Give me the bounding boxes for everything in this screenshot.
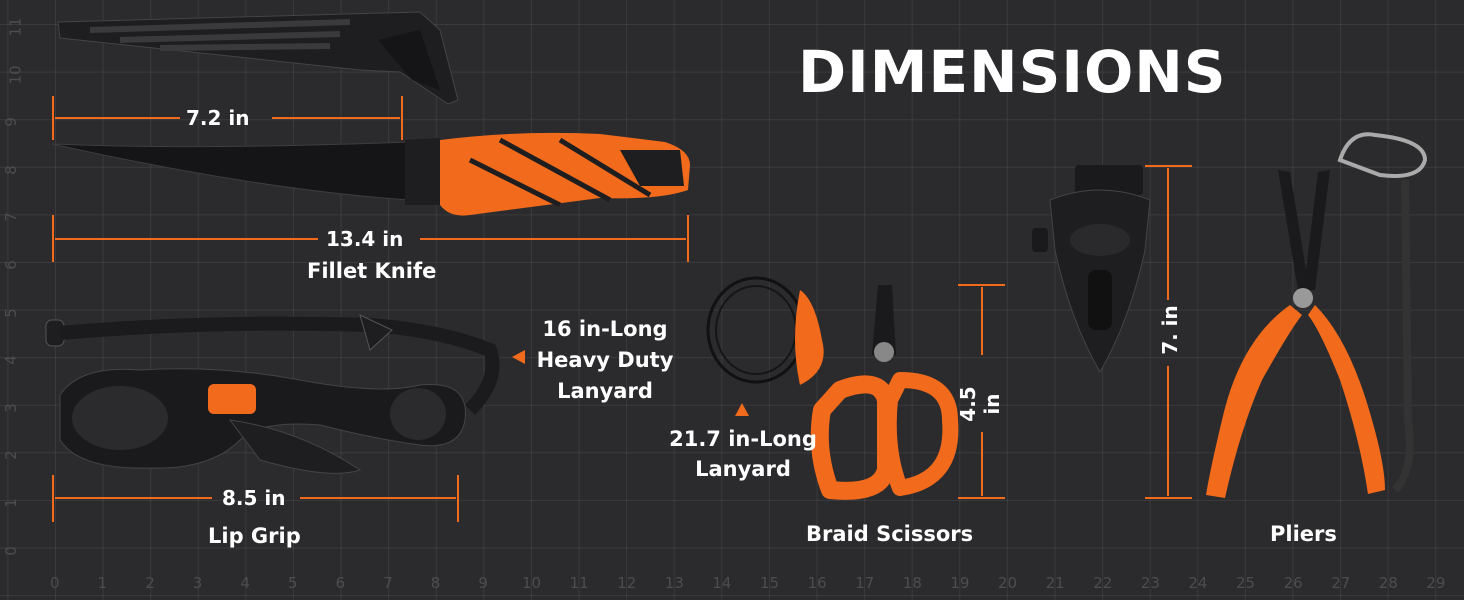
lip-grip-lanyard-line-2: Heavy Duty bbox=[536, 348, 674, 372]
lip-grip-name: Lip Grip bbox=[208, 524, 301, 548]
triangle-pointer-up bbox=[735, 403, 749, 416]
scissors-lanyard bbox=[706, 276, 824, 385]
lip-grip-lanyard-line-3: Lanyard bbox=[557, 379, 653, 403]
x-axis-tick: 16 bbox=[807, 574, 827, 592]
knife-name: Fillet Knife bbox=[307, 259, 437, 283]
x-axis-tick: 14 bbox=[712, 574, 732, 592]
x-axis-tick: 6 bbox=[335, 574, 346, 592]
pliers-height: 7. in bbox=[1158, 305, 1182, 355]
lip-grip bbox=[59, 368, 466, 474]
x-axis-tick: 12 bbox=[617, 574, 637, 592]
fillet-knife bbox=[51, 132, 690, 216]
x-axis-tick: 25 bbox=[1236, 574, 1256, 592]
x-axis-tick: 18 bbox=[902, 574, 922, 592]
plier-sheath bbox=[1032, 165, 1151, 374]
x-axis-tick: 3 bbox=[192, 574, 203, 592]
x-axis-tick: 7 bbox=[383, 574, 393, 592]
pliers-name: Pliers bbox=[1270, 522, 1337, 546]
x-axis-tick: 19 bbox=[950, 574, 970, 592]
scissors-lanyard-line-2: Lanyard bbox=[695, 457, 791, 481]
x-axis-tick: 8 bbox=[430, 574, 441, 592]
x-axis-tick: 17 bbox=[855, 574, 875, 592]
x-axis-tick: 27 bbox=[1331, 574, 1351, 592]
x-axis-tick: 29 bbox=[1426, 574, 1446, 592]
scissors-name: Braid Scissors bbox=[806, 522, 974, 546]
x-axis-tick: 2 bbox=[145, 574, 155, 592]
pliers bbox=[1206, 132, 1428, 498]
x-axis-tick: 4 bbox=[240, 574, 250, 592]
x-axis-tick: 21 bbox=[1045, 574, 1065, 592]
scissors-lanyard-label: 21.7 in-Long Lanyard bbox=[668, 424, 818, 484]
knife-blade-length: 7.2 in bbox=[186, 106, 250, 130]
lip-grip-length: 8.5 in bbox=[222, 486, 286, 510]
lip-grip-lanyard bbox=[45, 314, 500, 415]
dimension-lines bbox=[52, 96, 1192, 522]
x-axis-tick: 1 bbox=[97, 574, 108, 592]
x-axis-tick: 26 bbox=[1283, 574, 1303, 592]
page-title: DIMENSIONS bbox=[798, 38, 1227, 106]
x-axis-tick: 28 bbox=[1378, 574, 1398, 592]
x-axis-tick: 23 bbox=[1140, 574, 1160, 592]
lip-grip-lanyard-label: 16 in-Long Heavy Duty Lanyard bbox=[530, 314, 680, 407]
x-axis-tick: 10 bbox=[522, 574, 542, 592]
x-axis-tick: 22 bbox=[1093, 574, 1113, 592]
scissors-height: 4.5 in bbox=[956, 386, 1004, 422]
x-axis-tick: 0 bbox=[50, 574, 60, 592]
x-axis-tick: 9 bbox=[478, 574, 488, 592]
x-axis-tick: 11 bbox=[569, 574, 589, 592]
scissors-lanyard-line-1: 21.7 in-Long bbox=[669, 427, 817, 451]
x-axis-tick: 24 bbox=[1188, 574, 1208, 592]
braid-scissors bbox=[810, 285, 959, 500]
x-axis-tick: 13 bbox=[664, 574, 684, 592]
lip-grip-lanyard-line-1: 16 in-Long bbox=[542, 317, 668, 341]
x-axis-tick: 15 bbox=[760, 574, 780, 592]
x-axis-tick: 5 bbox=[288, 574, 298, 592]
triangle-pointer-left bbox=[512, 350, 525, 364]
knife-overall-length: 13.4 in bbox=[326, 227, 404, 251]
knife-sheath bbox=[57, 11, 459, 105]
x-axis-tick: 20 bbox=[998, 574, 1018, 592]
